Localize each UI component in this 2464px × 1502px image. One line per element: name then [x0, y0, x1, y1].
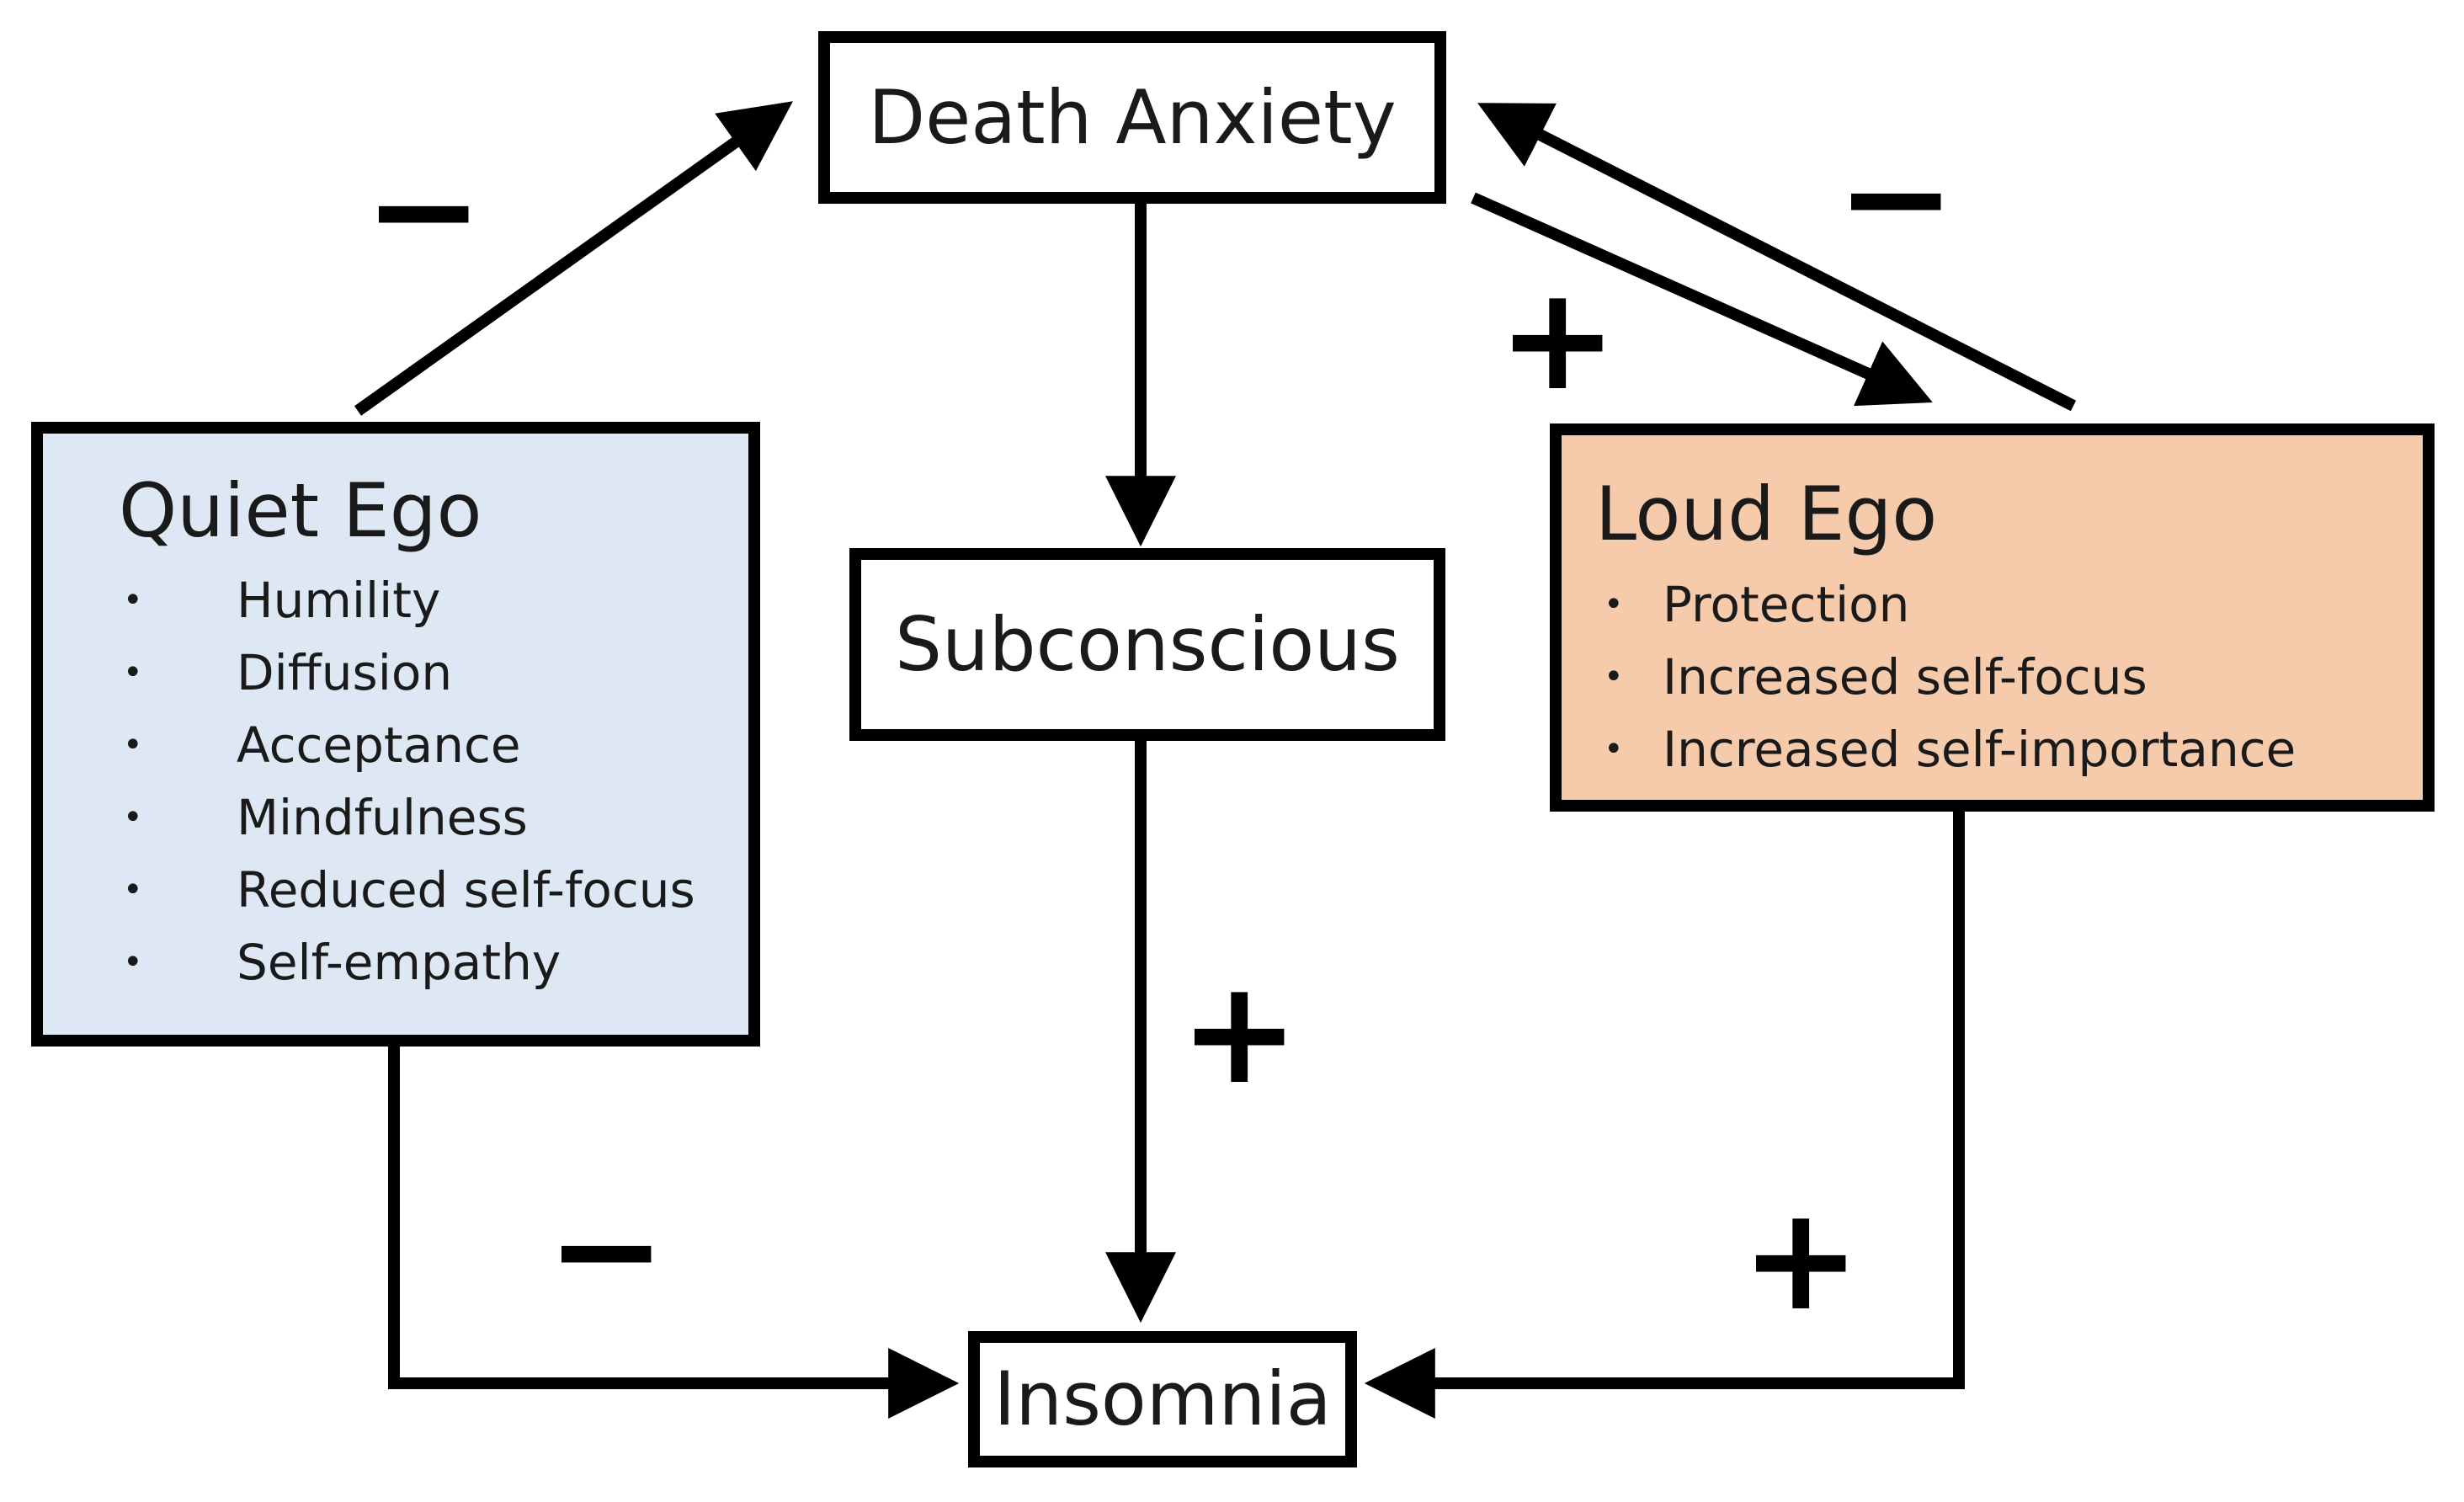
death-anxiety-box: Death Anxiety — [818, 31, 1446, 204]
bullet-marker: • — [123, 581, 143, 620]
sign-loud-to-death-anxiety: − — [1836, 115, 1956, 281]
list-item: • Diffusion — [123, 636, 695, 709]
arrow-death-anxiety-to-loud-ego — [1471, 192, 1933, 407]
arrow-quiet-ego-to-insomnia — [388, 1047, 960, 1419]
bullet-marker: • — [123, 726, 143, 764]
insomnia-label: Insomnia — [993, 1356, 1332, 1442]
insomnia-box: Insomnia — [968, 1331, 1357, 1467]
list-item: • Increased self-focus — [1604, 641, 2296, 713]
list-item-label: Protection — [1663, 576, 1910, 633]
sign-quiet-to-death-anxiety: − — [364, 127, 484, 294]
list-item: • Self-empathy — [123, 926, 695, 999]
bullet-marker: • — [123, 943, 143, 982]
arrow-quiet-ego-to-death-anxiety — [354, 101, 793, 416]
list-item-label: Humility — [237, 572, 441, 629]
bullet-marker: • — [1604, 658, 1624, 696]
loud-ego-title: Loud Ego — [1595, 471, 1938, 557]
bullet-marker: • — [123, 871, 143, 909]
list-item: • Humility — [123, 564, 695, 636]
arrow-loud-ego-to-insomnia — [1364, 812, 1965, 1419]
list-item: • Increased self-importance — [1604, 713, 2296, 786]
list-item-label: Mindfulness — [237, 789, 528, 846]
list-item: • Acceptance — [123, 709, 695, 781]
quiet-ego-box: Quiet Ego • Humility • Diffusion • Acceptan… — [31, 422, 760, 1047]
sign-loud-to-insomnia: + — [1741, 1176, 1861, 1343]
bullet-marker: • — [1604, 730, 1624, 769]
sign-subconscious-to-insomnia: + — [1179, 950, 1300, 1116]
loud-ego-list: • Protection • Increased self-focus • Incre… — [1604, 568, 2296, 786]
list-item-label: Increased self-focus — [1663, 648, 2147, 706]
list-item-label: Self-empathy — [237, 934, 561, 991]
list-item: • Protection — [1604, 568, 2296, 641]
bullet-marker: • — [123, 653, 143, 692]
list-item-label: Reduced self-focus — [237, 861, 695, 919]
loud-ego-box: Loud Ego • Protection • Increased self-foc… — [1550, 423, 2435, 812]
quiet-ego-title: Quiet Ego — [119, 467, 482, 554]
bullet-marker: • — [1604, 585, 1624, 624]
list-item: • Mindfulness — [123, 781, 695, 854]
sign-death-anxiety-to-loud: + — [1498, 256, 1618, 423]
death-anxiety-label: Death Anxiety — [868, 73, 1397, 161]
list-item-label: Increased self-importance — [1663, 721, 2296, 778]
arrow-loud-ego-to-death-anxiety — [1477, 103, 2077, 412]
subconscious-box: Subconscious — [849, 548, 1445, 741]
sign-quiet-to-insomnia: − — [546, 1167, 667, 1334]
list-item: • Reduced self-focus — [123, 854, 695, 926]
list-item-label: Diffusion — [237, 644, 453, 701]
subconscious-label: Subconscious — [895, 600, 1400, 688]
bullet-marker: • — [123, 798, 143, 837]
list-item-label: Acceptance — [237, 716, 521, 774]
quiet-ego-list: • Humility • Diffusion • Acceptance • Mindfu… — [123, 564, 695, 999]
